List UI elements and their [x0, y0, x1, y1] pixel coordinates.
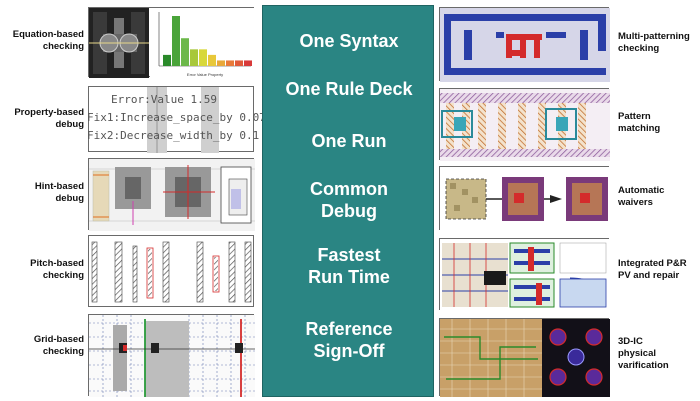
pattern-matching-image [439, 88, 610, 161]
multi-patterning-checking-image [439, 7, 610, 82]
hint-based-debug-image [88, 158, 255, 231]
3d-ic-physical-verification-image [439, 318, 610, 397]
equation-based-checking-image: Error Value Property [88, 7, 255, 78]
property-fix1-text: Fix1:Increase_space_by 0.07 [87, 111, 266, 124]
histogram-bar [163, 54, 171, 66]
center-one-syntax: One Syntax [299, 31, 399, 51]
histogram-bar [244, 60, 252, 66]
histogram-bar [190, 49, 198, 66]
histogram-bar [208, 54, 216, 66]
histogram-xlabel: Error Value Property [187, 72, 223, 77]
grid-based-checking-image [88, 314, 255, 397]
automatic-waivers-image [439, 166, 610, 231]
pitch-based-checking-image [88, 235, 254, 307]
center-one-rule-deck: One Rule Deck [285, 79, 413, 99]
property-fix2-text: Fix2:Decrease_width_by 0.1 [87, 129, 260, 142]
histogram-bar [199, 49, 207, 66]
histogram-bar [226, 60, 234, 66]
center-one-run: One Run [311, 131, 387, 151]
histogram-bar [235, 60, 243, 66]
integrated-pr-pv-repair-image [439, 238, 610, 311]
property-based-debug-image: Error:Value 1.59 Fix1:Increase_space_by … [87, 86, 266, 153]
histogram-bar [181, 38, 189, 66]
property-error-text: Error:Value 1.59 [111, 93, 217, 106]
histogram-bar [217, 60, 225, 66]
histogram-bar [172, 16, 180, 66]
